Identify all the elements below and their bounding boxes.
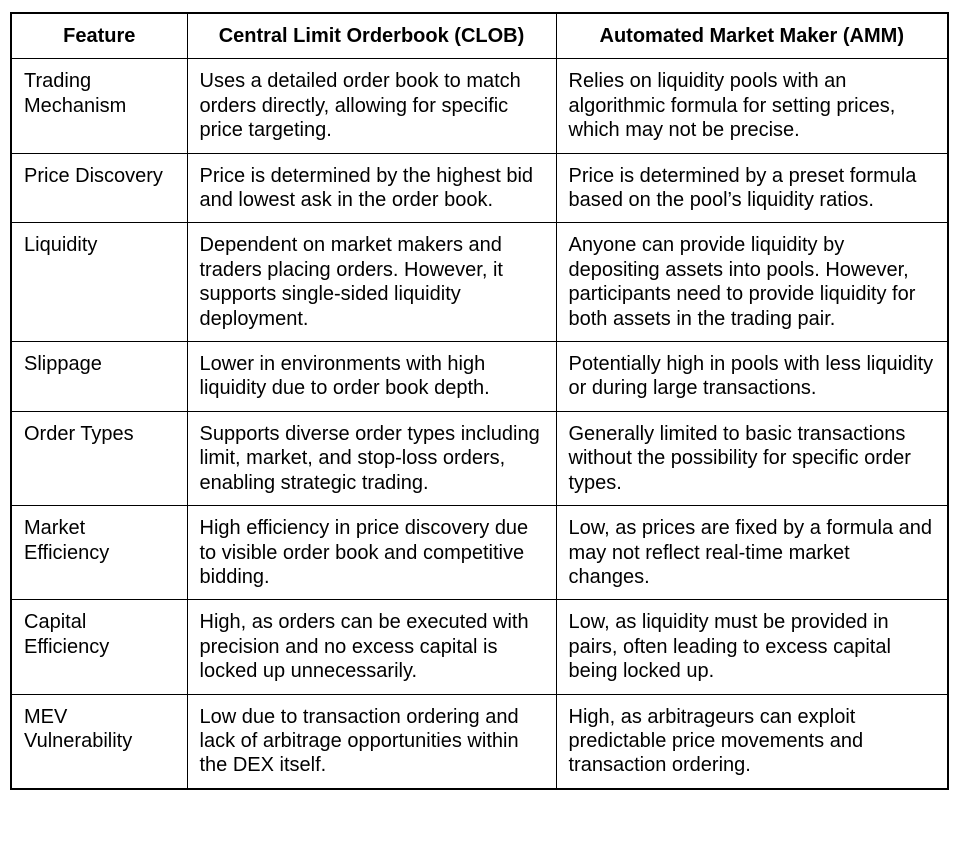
amm-cell: Relies on liquidity pools with an algori…: [555, 58, 949, 154]
header-cell-amm: Automated Market Maker (AMM): [555, 12, 949, 60]
clob-cell: Lower in environments with high liquidit…: [186, 341, 557, 412]
amm-cell: Anyone can provide liquidity by depositi…: [555, 222, 949, 343]
header-row: Feature Central Limit Orderbook (CLOB) A…: [10, 12, 949, 60]
header-cell-clob: Central Limit Orderbook (CLOB): [186, 12, 557, 60]
clob-cell: High, as orders can be executed with pre…: [186, 599, 557, 695]
amm-cell: Low, as prices are fixed by a formula an…: [555, 505, 949, 601]
feature-cell: MEV Vulnerability: [10, 693, 188, 790]
clob-cell: Uses a detailed order book to match orde…: [186, 58, 557, 154]
feature-cell: Trading Mechanism: [10, 58, 188, 154]
feature-cell: Market Efficiency: [10, 505, 188, 601]
feature-cell: Liquidity: [10, 222, 188, 343]
table-row: Liquidity Dependent on market makers and…: [10, 222, 949, 343]
header-cell-feature: Feature: [10, 12, 188, 60]
amm-cell: High, as arbitrageurs can exploit predic…: [555, 693, 949, 790]
clob-cell: Dependent on market makers and traders p…: [186, 222, 557, 343]
table-row: Market Efficiency High efficiency in pri…: [10, 505, 949, 601]
clob-cell: High efficiency in price discovery due t…: [186, 505, 557, 601]
amm-cell: Price is determined by a preset formula …: [555, 152, 949, 224]
table-row: Trading Mechanism Uses a detailed order …: [10, 58, 949, 154]
amm-cell: Potentially high in pools with less liqu…: [555, 341, 949, 412]
amm-cell: Generally limited to basic transactions …: [555, 410, 949, 507]
amm-cell: Low, as liquidity must be provided in pa…: [555, 599, 949, 695]
table-row: Price Discovery Price is determined by t…: [10, 152, 949, 224]
clob-cell: Supports diverse order types including l…: [186, 410, 557, 507]
table-row: Slippage Lower in environments with high…: [10, 341, 949, 412]
feature-cell: Slippage: [10, 341, 188, 412]
feature-comparison-table: Feature Central Limit Orderbook (CLOB) A…: [10, 12, 949, 790]
table-row: MEV Vulnerability Low due to transaction…: [10, 693, 949, 790]
feature-cell: Order Types: [10, 410, 188, 507]
table-row: Capital Efficiency High, as orders can b…: [10, 599, 949, 695]
clob-cell: Low due to transaction ordering and lack…: [186, 693, 557, 790]
clob-cell: Price is determined by the highest bid a…: [186, 152, 557, 224]
table-row: Order Types Supports diverse order types…: [10, 410, 949, 507]
feature-cell: Price Discovery: [10, 152, 188, 224]
feature-cell: Capital Efficiency: [10, 599, 188, 695]
